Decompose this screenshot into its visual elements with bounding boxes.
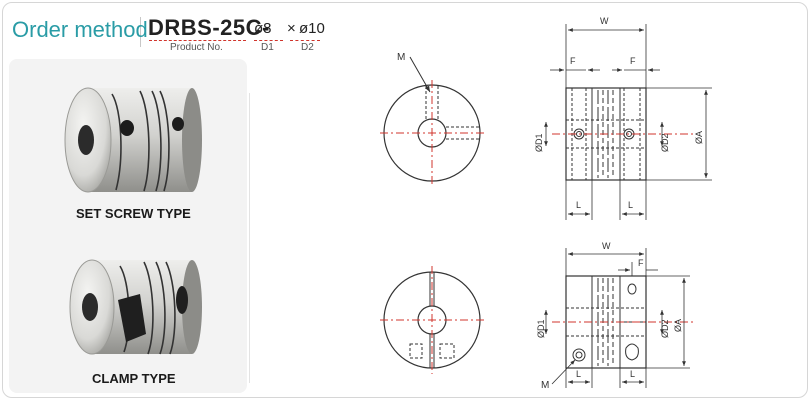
divider <box>249 93 250 383</box>
l-label-1b: L <box>628 200 633 210</box>
m-label-2: M <box>541 380 549 391</box>
od1-label-1: ØD1 <box>534 133 544 152</box>
f-label-2: F <box>638 258 644 268</box>
m-label-1: M <box>397 52 405 63</box>
d1-value: ø8 <box>254 20 272 37</box>
d2-label: D2 <box>301 42 314 53</box>
order-method-title: Order method <box>12 17 148 42</box>
f-label-1a: F <box>570 56 576 66</box>
od1-label-2: ØD1 <box>536 319 546 338</box>
oa-label-1: ØA <box>694 131 704 144</box>
times-symbol: × <box>287 20 296 37</box>
od2-label-2: ØD2 <box>660 319 670 338</box>
set-screw-coupling-photo <box>64 87 202 193</box>
product-no-label: Product No. <box>170 42 223 53</box>
clamp-side-view <box>544 248 696 388</box>
oa-label-2: ØA <box>673 319 683 332</box>
product-underline <box>149 40 246 41</box>
l-label-1a: L <box>576 200 581 210</box>
clamp-front-view <box>380 266 486 374</box>
d1-underline <box>254 40 283 41</box>
product-number: DRBS-25C- <box>148 15 270 40</box>
set-screw-front-view <box>380 56 486 186</box>
header-divider <box>140 17 141 47</box>
d1-label: D1 <box>261 42 274 53</box>
f-label-1b: F <box>630 56 636 66</box>
set-screw-side-view <box>544 24 712 220</box>
clamp-caption: CLAMP TYPE <box>92 371 176 386</box>
od2-label-1: ØD2 <box>660 133 670 152</box>
clamp-coupling-photo <box>69 259 202 355</box>
l-label-2a: L <box>576 369 581 379</box>
set-screw-caption: SET SCREW TYPE <box>76 206 191 221</box>
w-label-1: W <box>600 16 609 26</box>
d2-value: ø10 <box>299 20 325 37</box>
w-label-2: W <box>602 241 611 251</box>
d2-underline <box>290 40 320 41</box>
l-label-2b: L <box>630 369 635 379</box>
